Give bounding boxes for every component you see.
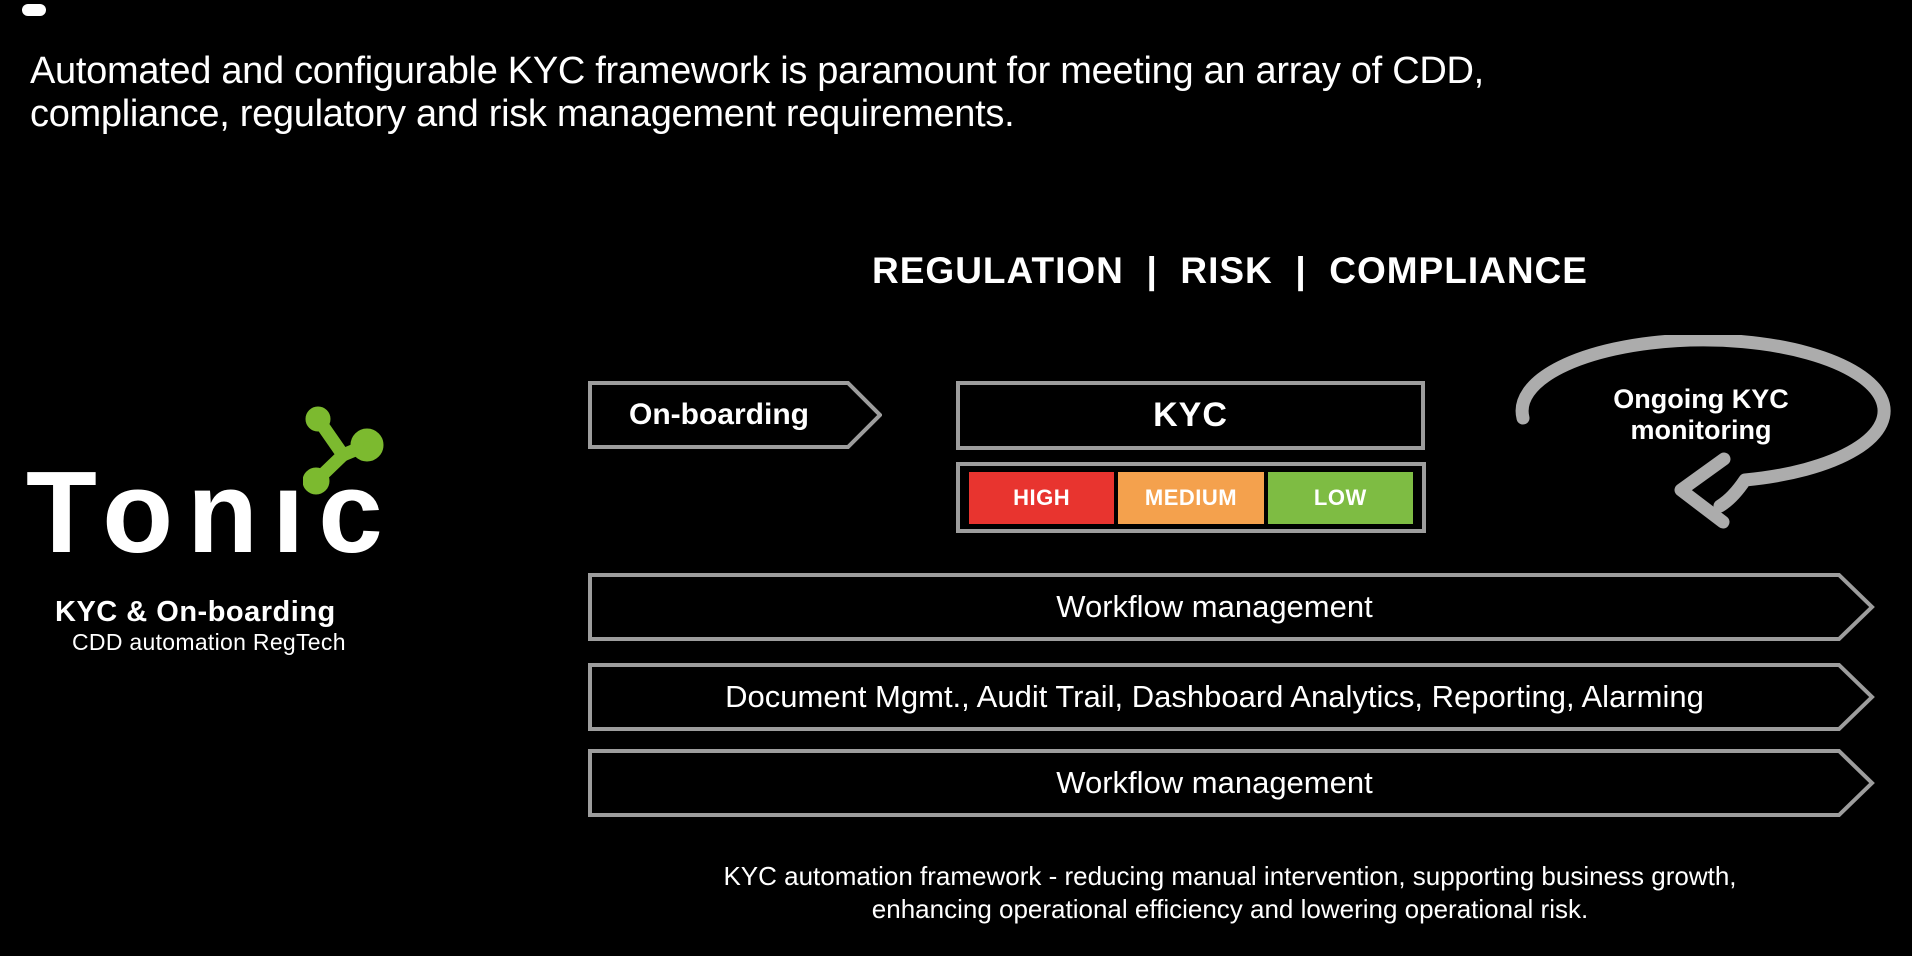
onboarding-label: On-boarding: [629, 398, 809, 431]
banner-workflow-top-label: Workflow management: [1056, 589, 1373, 624]
risk-level-medium: MEDIUM: [1118, 471, 1264, 524]
kyc-label: KYC: [1153, 396, 1228, 434]
risk-level-medium-label: MEDIUM: [1144, 484, 1238, 510]
risk-level-low: LOW: [1267, 471, 1413, 524]
arrow-outline-icon: [588, 573, 1875, 641]
banner-workflow-top: Workflow management: [588, 573, 1875, 641]
arrow-outline-icon: [588, 381, 882, 449]
arrow-outline-icon: [588, 749, 1875, 817]
monitoring-label-line-2: monitoring: [1630, 415, 1772, 445]
risk-level-low-label: LOW: [1313, 484, 1367, 510]
monitoring-label-line-1: Ongoing KYC: [1613, 384, 1789, 414]
caption-line-1: KYC automation framework - reducing manu…: [723, 861, 1737, 891]
banner-workflow-bottom: Workflow management: [588, 749, 1875, 817]
brand-tagline-secondary: CDD automation RegTech: [72, 629, 346, 655]
arrow-outline-icon: [588, 663, 1875, 731]
caption-line-2: enhancing operational efficiency and low…: [871, 894, 1589, 924]
monitoring-label: Ongoing KYC monitoring: [1555, 384, 1847, 446]
onboarding-arrow: On-boarding: [588, 381, 882, 449]
headline: Automated and configurable KYC framework…: [30, 50, 1850, 136]
banner-workflow-bottom-label: Workflow management: [1056, 765, 1373, 800]
brand-tagline-primary: KYC & On-boarding: [55, 596, 336, 628]
corner-mark: [22, 4, 46, 16]
risk-level-high-label: HIGH: [1013, 484, 1071, 510]
loop-arrow-icon: [1515, 335, 1891, 529]
headline-line-2: compliance, regulatory and risk manageme…: [30, 93, 1015, 135]
kyc-box: KYC: [956, 381, 1425, 450]
risk-strip: HIGH MEDIUM LOW: [956, 462, 1426, 533]
risk-level-high: HIGH: [969, 471, 1115, 524]
headline-line-1: Automated and configurable KYC framework…: [30, 50, 1484, 92]
banner-capabilities-label: Document Mgmt., Audit Trail, Dashboard A…: [725, 679, 1704, 714]
molecule-icon: [303, 406, 384, 495]
section-heading: REGULATION | RISK | COMPLIANCE: [872, 250, 1588, 291]
banner-capabilities: Document Mgmt., Audit Trail, Dashboard A…: [588, 663, 1875, 731]
caption: KYC automation framework - reducing manu…: [560, 860, 1900, 926]
